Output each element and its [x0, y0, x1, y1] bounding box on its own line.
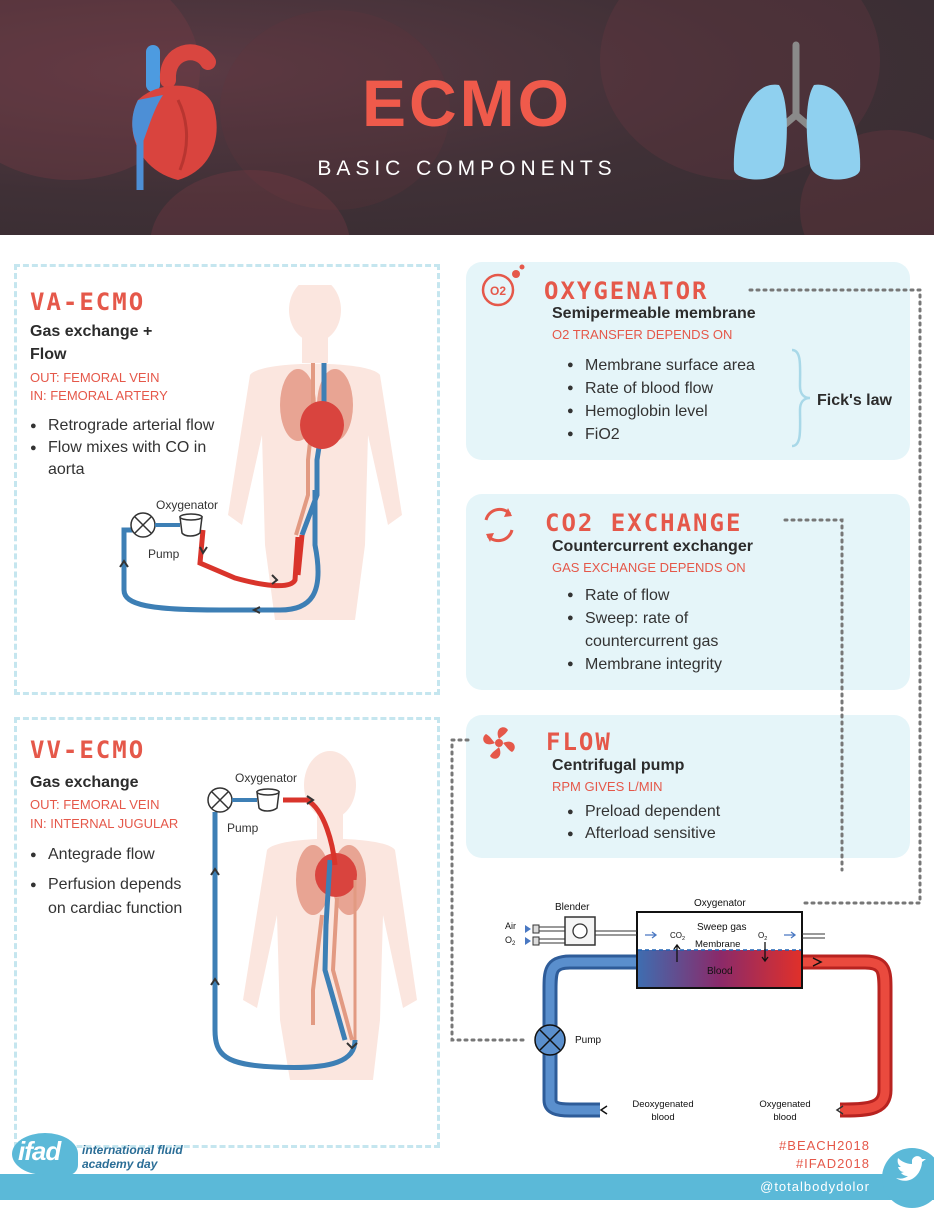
- va-out-site: OUT: FEMORAL VEIN: [30, 370, 160, 385]
- list-item: aorta: [48, 461, 85, 478]
- ifad-name-line2: academy day: [82, 1157, 158, 1171]
- oxygenator-label: Oxygenator: [694, 898, 746, 909]
- air-label: Air: [505, 921, 516, 931]
- oxygenator-subtitle: Semipermeable membrane: [552, 305, 756, 322]
- list-item: countercurrent gas: [585, 633, 719, 650]
- vv-drainage-line: [212, 812, 358, 1070]
- va-ecmo-panel: [14, 264, 440, 695]
- hashtag-ifad: #IFAD2018: [795, 1156, 870, 1171]
- list-item: Rate of flow: [567, 584, 797, 607]
- deoxygenated-label: Deoxygenated: [632, 1099, 693, 1110]
- vv-bullet-list: Antegrade flow Perfusion depends on card…: [30, 843, 230, 921]
- va-desc-line2: Flow: [30, 346, 67, 363]
- o2-label: O2: [758, 931, 767, 942]
- vv-ecmo-panel: [14, 717, 440, 1148]
- list-item: Membrane surface area: [567, 354, 797, 377]
- vv-ecmo-title: VV-ECMO: [30, 736, 146, 764]
- pump-fan-icon: [483, 727, 515, 759]
- lungs-icon: [733, 41, 861, 180]
- flow-subtitle: Centrifugal pump: [552, 757, 685, 774]
- membrane-label: Membrane: [695, 939, 740, 950]
- page-subtitle: BASIC COMPONENTS: [317, 157, 617, 180]
- footer-bar: [0, 1174, 934, 1200]
- o2-inlet-label: O2: [505, 935, 516, 947]
- header-banner: ECMO BASIC COMPONENTS: [0, 0, 934, 235]
- ifad-logo-text: ifad: [18, 1136, 61, 1166]
- brace-icon: [791, 348, 811, 448]
- vv-oxygenator-icon: [256, 791, 280, 812]
- hashtag-beach: #BEACH2018: [779, 1138, 870, 1153]
- page-title: ECMO: [362, 66, 572, 140]
- list-item: Antegrade flow: [30, 843, 230, 867]
- list-item: on cardiac function: [48, 900, 183, 917]
- o2-bubbles-icon: O2: [481, 264, 525, 307]
- va-ecmo-diagram: Oxygenator Pump: [119, 285, 402, 620]
- list-item: FiO2: [567, 423, 797, 446]
- co2-depends: GAS EXCHANGE DEPENDS ON: [552, 560, 746, 575]
- ficks-law-label: Fick's law: [817, 392, 892, 409]
- flow-title: FLOW: [546, 728, 612, 756]
- va-bullet-list: Retrograde arterial flow Flow mixes with…: [30, 415, 270, 481]
- twitter-handle[interactable]: @totalbodydolor: [760, 1179, 870, 1194]
- list-item: Rate of blood flow: [567, 377, 797, 400]
- blood-compartment: [638, 950, 801, 987]
- list-item: Perfusion depends: [30, 873, 230, 897]
- twitter-bird-icon: [896, 1156, 926, 1181]
- flow-depends: RPM GIVES L/MIN: [552, 779, 663, 794]
- heart-icon: [132, 44, 217, 190]
- arterial-tubing: [800, 954, 893, 1118]
- ifad-logo-icon: [12, 1133, 78, 1175]
- heart-small: [315, 853, 357, 897]
- va-arterial-return-line: [197, 529, 301, 589]
- va-pump-label: Pump: [148, 547, 180, 561]
- list-item: Hemoglobin level: [567, 400, 797, 423]
- vv-pump-label: Pump: [227, 821, 259, 835]
- co2-bullet-list: Rate of flow Sweep: rate of countercurre…: [567, 584, 797, 676]
- flow-bullet-list: Preload dependent Afterload sensitive: [567, 801, 797, 845]
- list-item: Retrograde arterial flow: [30, 415, 270, 437]
- o2-icon-text: O2: [490, 284, 506, 298]
- list-item: Sweep: rate of: [567, 607, 797, 630]
- list-item: Flow mixes with CO in: [30, 437, 270, 459]
- va-ecmo-title: VA-ECMO: [30, 288, 146, 316]
- va-desc-line1: Gas exchange +: [30, 323, 153, 340]
- blood-label: Blood: [707, 966, 733, 977]
- twitter-badge[interactable]: [882, 1148, 934, 1208]
- va-oxygenator-icon: [179, 516, 203, 537]
- ifad-name-line1: international fluid: [82, 1143, 183, 1157]
- vv-in-site: IN: INTERNAL JUGULAR: [30, 816, 179, 831]
- oxygenator-bullet-list: Membrane surface area Rate of blood flow…: [567, 354, 797, 446]
- vv-ecmo-diagram: Oxygenator Pump: [207, 751, 417, 1080]
- heart-small: [300, 401, 344, 449]
- co2-exchange-title: CO2 EXCHANGE: [545, 509, 743, 537]
- oxygenated-label-2: blood: [773, 1112, 796, 1123]
- va-in-site: IN: FEMORAL ARTERY: [30, 388, 168, 403]
- co2-subtitle: Countercurrent exchanger: [552, 538, 753, 555]
- sweep-gas-label: Sweep gas: [697, 922, 746, 933]
- va-oxygenator-label: Oxygenator: [156, 498, 218, 512]
- vv-oxygenator-label: Oxygenator: [235, 771, 297, 785]
- deoxygenated-label-2: blood: [651, 1112, 674, 1123]
- oxygenated-label: Oxygenated: [759, 1099, 810, 1110]
- blender-label: Blender: [555, 902, 590, 913]
- oxygenator-title: OXYGENATOR: [544, 277, 709, 305]
- oxygenator-depends: O2 TRANSFER DEPENDS ON: [552, 327, 733, 342]
- list-item: Preload dependent: [567, 801, 797, 823]
- vv-desc: Gas exchange: [30, 774, 139, 791]
- bg-cell: [220, 10, 450, 210]
- vv-return-line: [283, 797, 338, 866]
- list-item: Membrane integrity: [567, 653, 797, 676]
- ecmo-circuit-diagram: Blender Air O2 Oxygenator Sweep gas Memb…: [505, 898, 893, 1123]
- co2-label: CO2: [670, 931, 685, 942]
- blender-dial-icon: [572, 923, 588, 939]
- va-venous-drainage-line: [121, 510, 321, 613]
- list-item: Afterload sensitive: [567, 823, 797, 845]
- pump-label: Pump: [575, 1035, 602, 1046]
- exchange-cycle-icon: [484, 507, 514, 543]
- vv-out-site: OUT: FEMORAL VEIN: [30, 797, 160, 812]
